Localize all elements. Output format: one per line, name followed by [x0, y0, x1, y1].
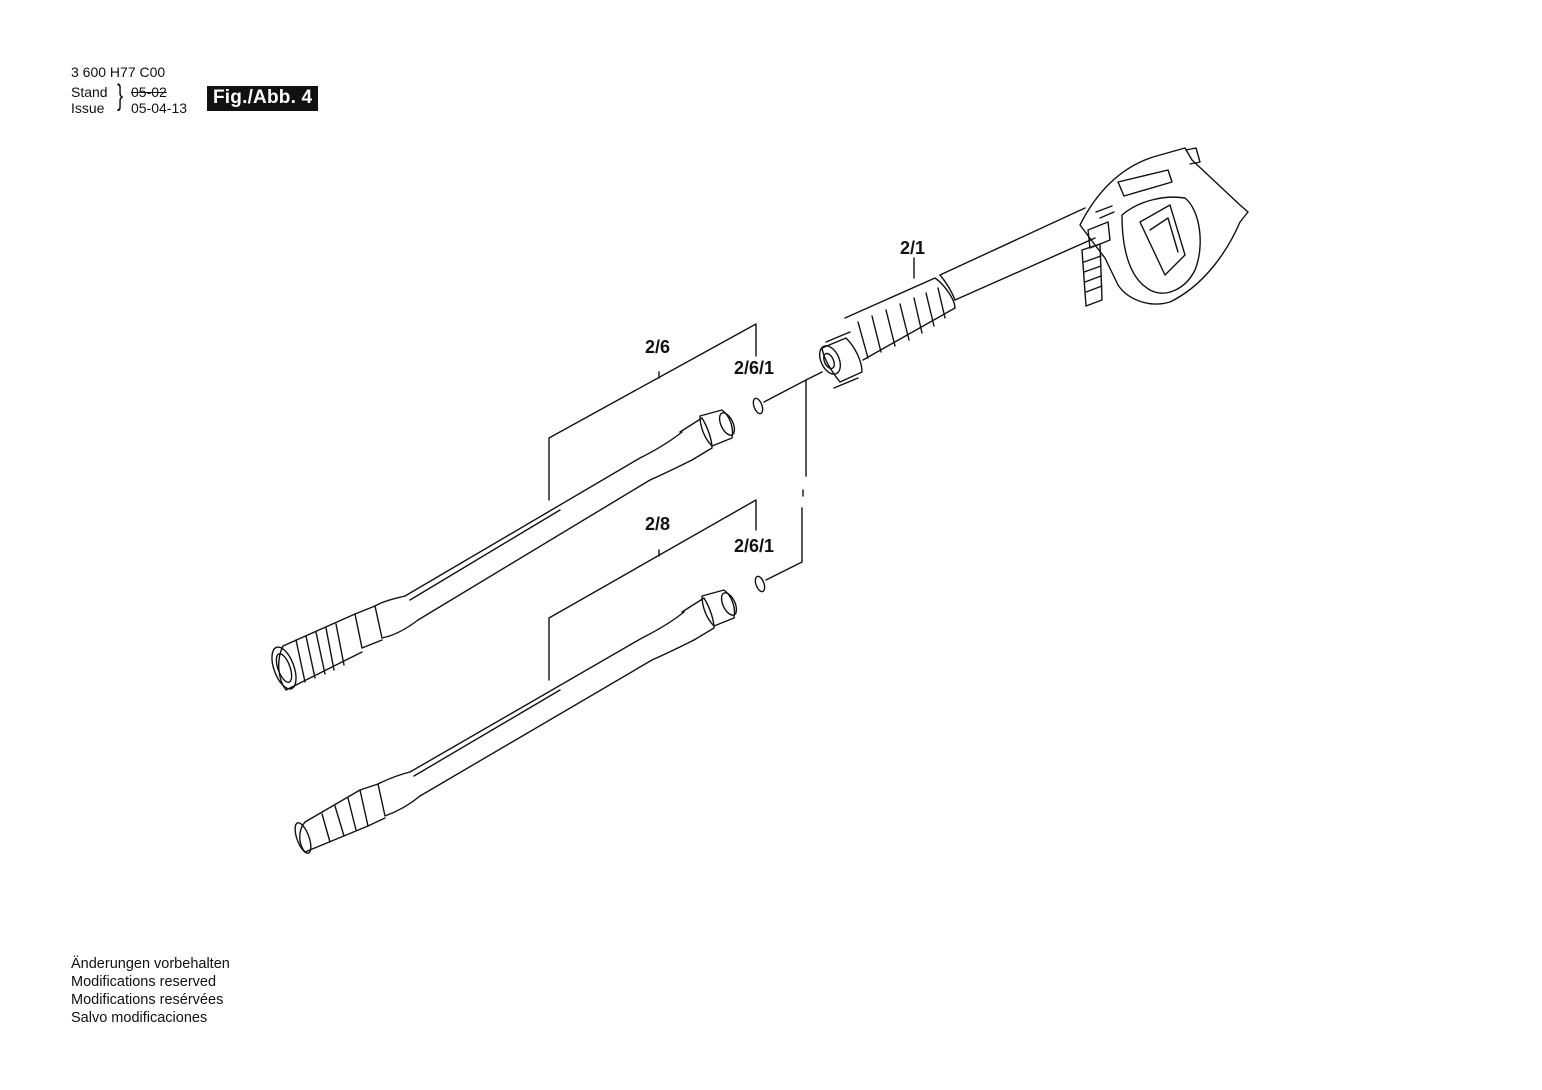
document-header: 3 600 H77 C00 Stand 05-02 Issue 05-04-13…: [71, 64, 187, 116]
stand-value: 05-02: [131, 84, 167, 100]
figure-tag: Fig./Abb. 4: [207, 86, 319, 111]
callout-oring-upper: 2/6/1: [734, 358, 774, 378]
issue-value: 05-04-13: [131, 100, 188, 116]
callout-oring-lower: 2/6/1: [734, 536, 774, 556]
bracket-lance-upper: [548, 323, 757, 501]
lance-upper-drawing: [271, 409, 736, 691]
leader-oring-upper-to-nut: [805, 371, 823, 381]
footer-line-en: Modifications reserved: [71, 974, 217, 990]
oring-upper-drawing: [752, 397, 764, 415]
spray-gun-drawing: [818, 147, 1249, 389]
issue-label: Issue: [71, 100, 105, 116]
callout-lance-upper: 2/6: [645, 337, 670, 357]
leader-oring-upper: [763, 379, 807, 477]
brace-icon: }: [117, 79, 124, 112]
footer-line-es: Salvo modificaciones: [71, 1010, 208, 1026]
callout-lance-lower: 2/8: [645, 514, 670, 534]
stand-label: Stand: [71, 84, 108, 100]
oring-lower-drawing: [754, 575, 766, 593]
part-number: 3 600 H77 C00: [71, 64, 166, 80]
footer-line-fr: Modifications resérvées: [71, 992, 224, 1008]
lance-lower-drawing: [294, 589, 738, 854]
callout-gun: 2/1: [900, 238, 925, 258]
footer-notice: Änderungen vorbehalten Modifications res…: [71, 955, 230, 1027]
footer-line-de: Änderungen vorbehalten: [71, 956, 230, 972]
bracket-lance-lower: [548, 499, 757, 681]
leader-oring-lower: [765, 507, 803, 581]
